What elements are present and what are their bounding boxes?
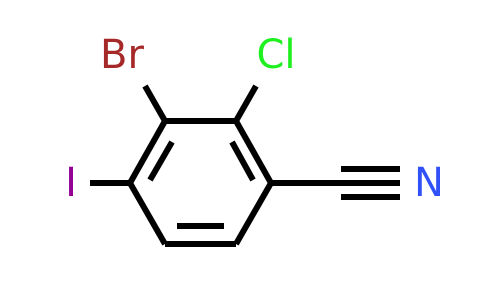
chlorine-label: Cl: [256, 32, 295, 78]
nitrile-triple-bond: [341, 166, 400, 200]
inner-double-bond-c5-c6: [147, 140, 175, 182]
benzene-ring: [127, 118, 274, 247]
bond-c2-c3: [233, 181, 274, 246]
bond-c4-c5: [127, 181, 168, 246]
nitrogen-label: N: [414, 160, 444, 206]
bond-c1-chlorine: [233, 84, 259, 123]
iodine-label: I: [65, 160, 77, 206]
bromine-label: Br: [100, 32, 144, 78]
bond-c5-c6: [127, 119, 168, 185]
bond-c1-c2: [233, 119, 274, 185]
bond-c6-bromine: [142, 84, 168, 123]
inner-double-bond-c1-c2: [229, 140, 256, 182]
